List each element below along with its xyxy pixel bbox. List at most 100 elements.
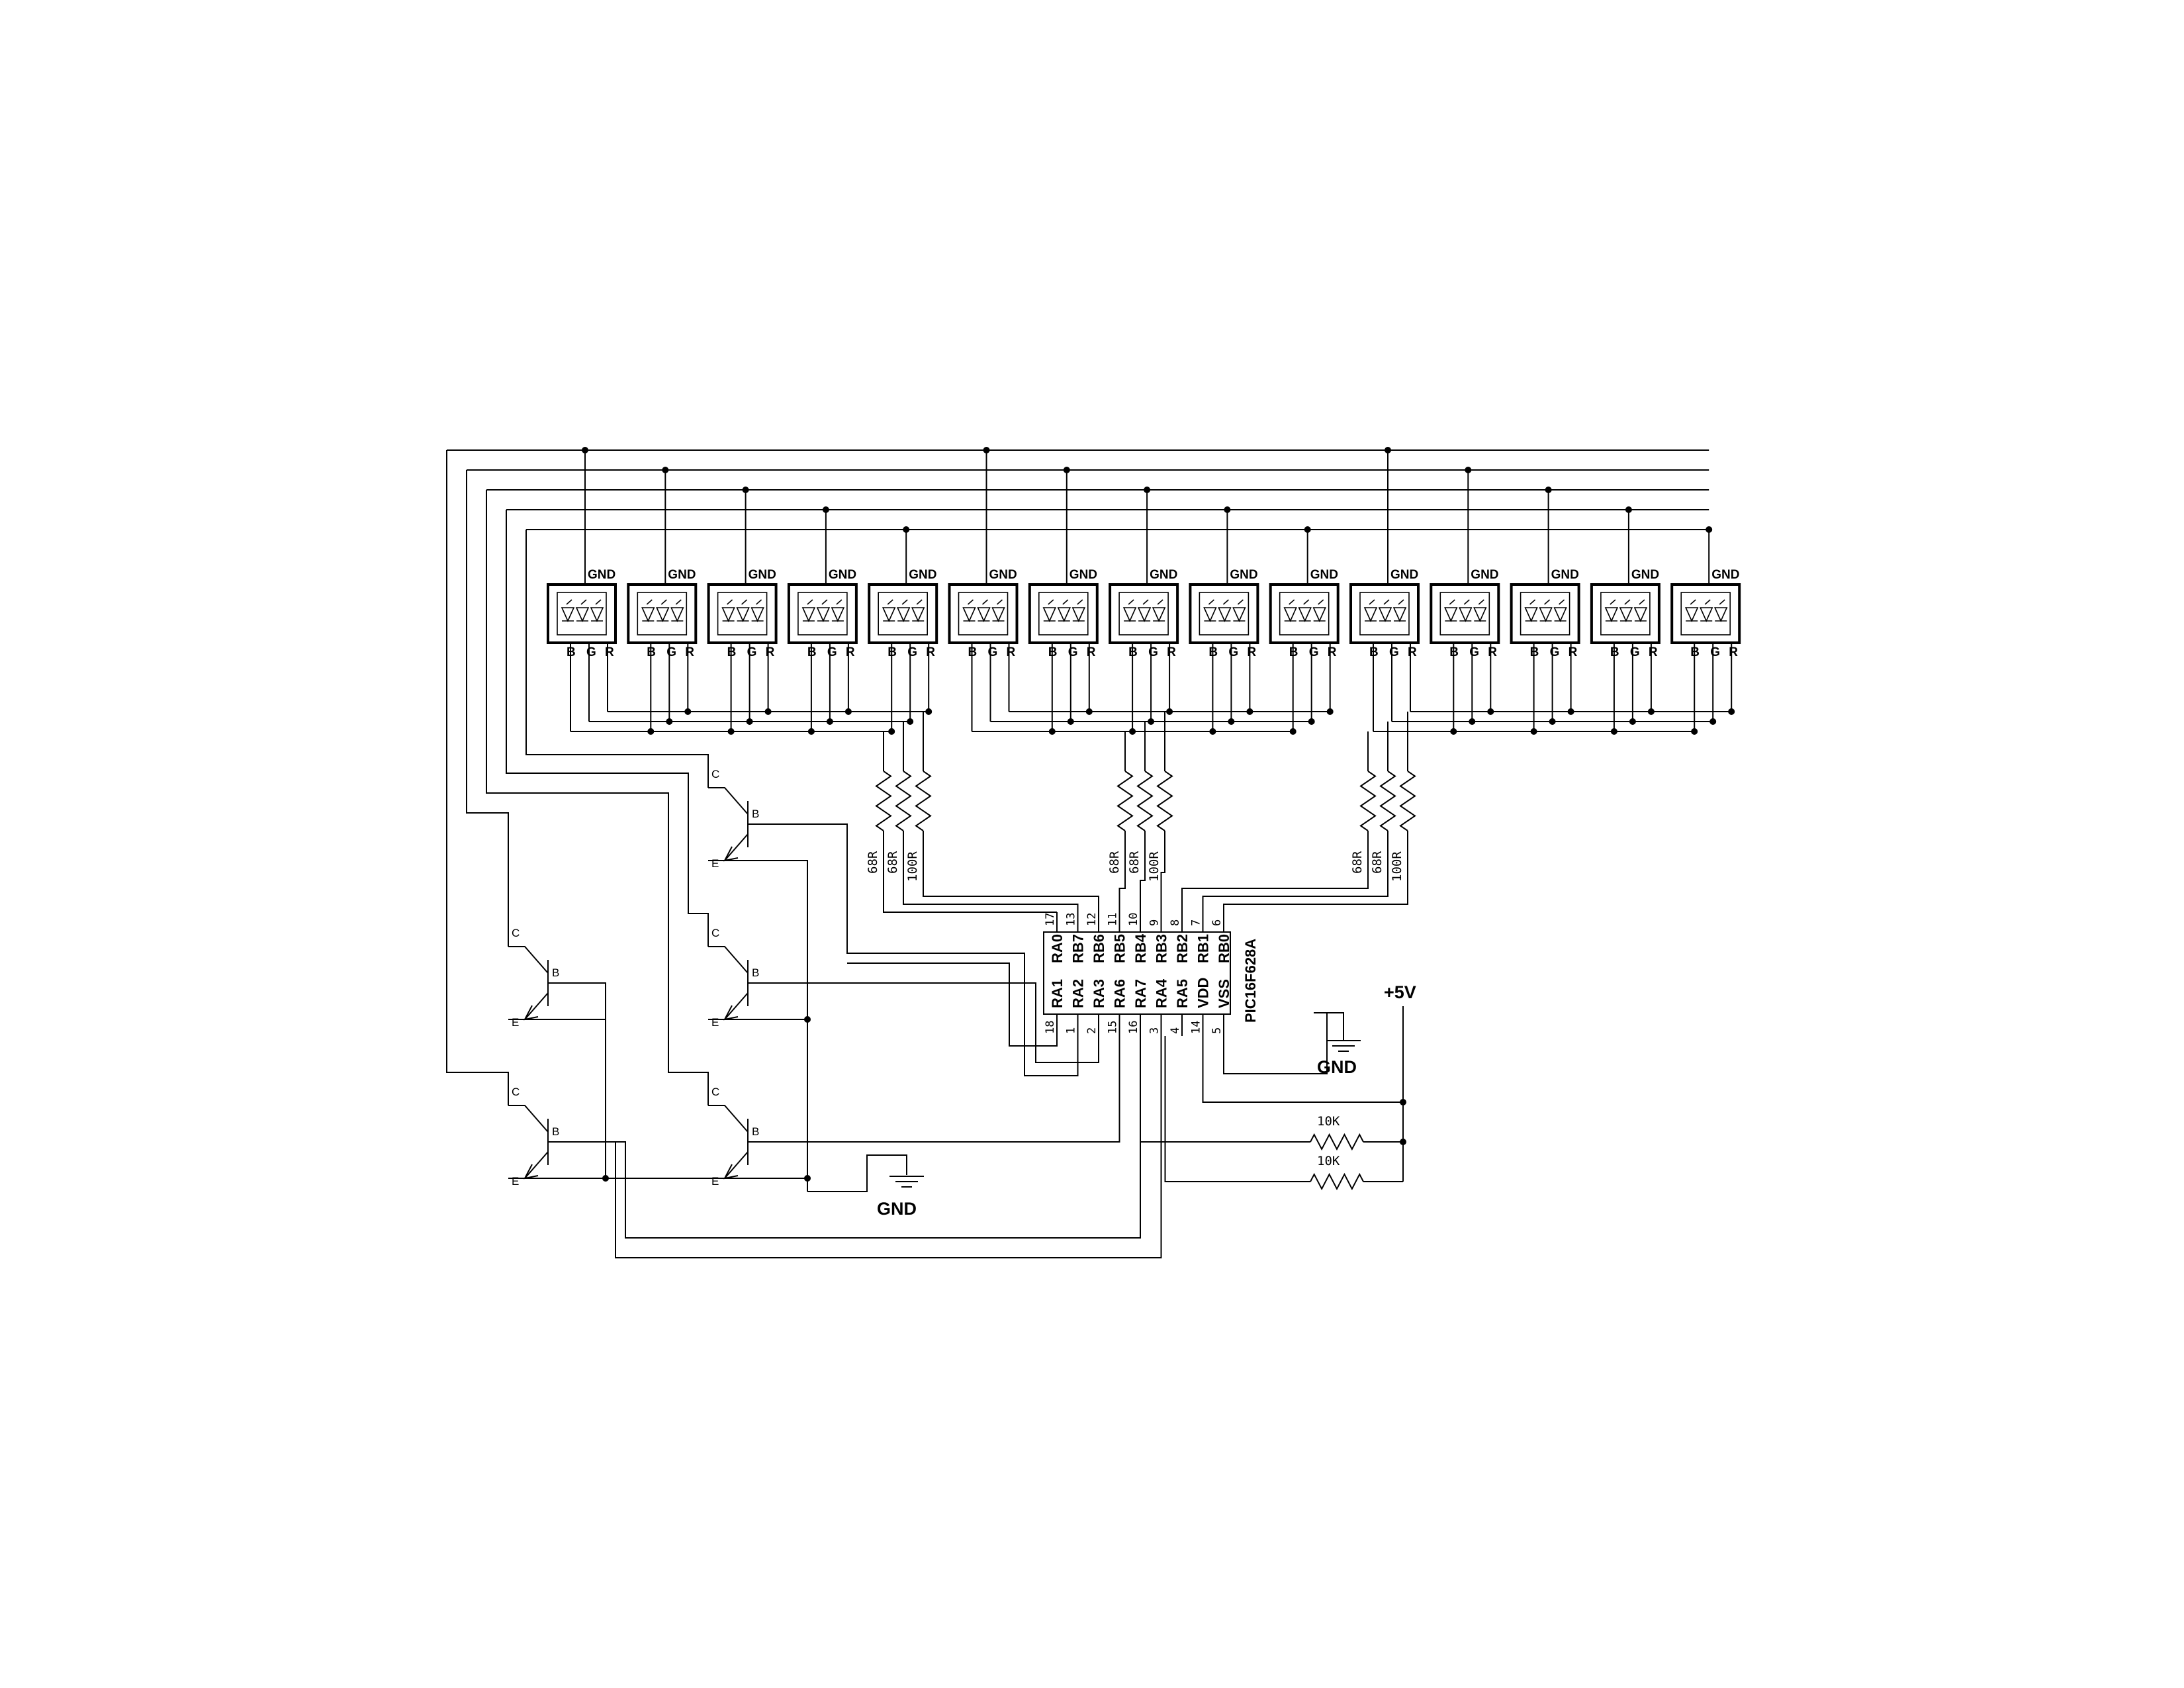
led-blue-label: B — [1048, 645, 1058, 659]
vdd-to-vcc — [1202, 1036, 1403, 1103]
led-body — [547, 583, 617, 644]
led-emission-arrow — [1222, 599, 1229, 605]
led-emission-arrow — [1289, 599, 1295, 605]
led-red-label: R — [1007, 645, 1016, 659]
mcu-pin-number: 5 — [1210, 1027, 1224, 1034]
led-red-label: R — [1408, 645, 1417, 659]
transistor-base-label: B — [752, 808, 759, 820]
mcu-pin-name: RB2 — [1174, 934, 1191, 963]
led-emission-arrow — [967, 599, 974, 605]
led-gnd-label: GND — [829, 568, 856, 582]
led-gnd-label: GND — [1390, 568, 1418, 582]
base-drive-1 — [768, 823, 1079, 1076]
led-body — [1670, 583, 1741, 644]
resistor-value: 68R — [1370, 851, 1385, 874]
junction-dot — [1610, 728, 1617, 735]
led-green-label: G — [586, 645, 596, 659]
led-body — [868, 583, 938, 644]
junction-dot — [1048, 728, 1056, 735]
led-blue-label: B — [968, 645, 978, 659]
led-emission-arrow — [1062, 599, 1069, 605]
led-body — [1430, 583, 1500, 644]
mcu-pin-number: 7 — [1190, 919, 1203, 926]
resistor — [875, 771, 892, 831]
junction-dots — [582, 447, 1735, 1182]
mcu-pin-name: RA2 — [1070, 979, 1087, 1008]
led-inner-frame — [1680, 592, 1731, 635]
led-blue-label: B — [887, 645, 897, 659]
vss-to-ground — [1223, 1012, 1328, 1074]
resistor-value: 68R — [1127, 851, 1142, 874]
led-inner-frame — [1279, 592, 1330, 635]
led-green-label: G — [827, 645, 837, 659]
transistor-emitter-arrow — [523, 1164, 539, 1180]
led-blue-label: B — [727, 645, 737, 659]
led-emission-arrow — [1128, 599, 1134, 605]
led-emission-arrow — [727, 599, 733, 605]
led-gnd-label: GND — [1230, 568, 1257, 582]
led-diode-symbol — [1218, 607, 1232, 622]
junction-dot — [804, 1016, 811, 1023]
led-red-label: R — [926, 645, 935, 659]
led-red-label: R — [1488, 645, 1497, 659]
led-body — [1590, 583, 1661, 644]
led-body — [707, 583, 778, 644]
led-emission-arrow — [1478, 599, 1484, 605]
led-inner-frame — [1600, 592, 1651, 635]
base-drive-3 — [768, 1036, 1120, 1143]
led-inner-frame — [958, 592, 1009, 635]
led-red-label: R — [846, 645, 855, 659]
led-emission-arrow — [807, 599, 813, 605]
led-diode-symbol — [561, 607, 575, 622]
led-diode-symbol — [1042, 607, 1057, 622]
led-inner-frame — [1199, 592, 1250, 635]
junction-dot — [983, 447, 990, 453]
led-red-label: R — [1087, 645, 1096, 659]
transistor-emitter-arrow — [723, 1164, 739, 1180]
resistor — [1379, 771, 1396, 831]
led-diode-symbol — [1203, 607, 1217, 622]
mcu-pin-number: 6 — [1210, 919, 1224, 926]
led-gnd-label: GND — [1471, 568, 1498, 582]
resistor — [1399, 771, 1416, 831]
led-emission-arrow — [1077, 599, 1083, 605]
led-emission-arrow — [566, 599, 572, 605]
led-diode-symbol — [721, 607, 735, 622]
led-body — [1510, 583, 1580, 644]
led-emission-arrow — [821, 599, 828, 605]
led-diode-symbol — [1312, 607, 1326, 622]
base-drive-6 — [615, 1036, 1162, 1258]
led-green-label: G — [1228, 645, 1238, 659]
led-body — [948, 583, 1019, 644]
transistor-base-label: B — [752, 1125, 759, 1138]
transistor-collector-label: C — [711, 927, 719, 939]
junction-dot — [888, 728, 895, 735]
led-diode-symbol — [977, 607, 991, 622]
junction-dot — [1450, 728, 1457, 735]
mcu-pin-name: RB3 — [1154, 934, 1170, 963]
junction-dot — [647, 728, 655, 735]
mcu-pin-number: 1 — [1065, 1027, 1078, 1034]
led-diode-symbol — [911, 607, 925, 622]
mcu-pin-name: VSS — [1216, 979, 1232, 1008]
transistor-collector — [708, 946, 749, 974]
base-drive-5 — [568, 1036, 1141, 1239]
transistor-emitter — [708, 833, 749, 861]
led-red-label: R — [766, 645, 775, 659]
led-gnd-label: GND — [909, 568, 936, 582]
led-blue-label: B — [1449, 645, 1459, 659]
led-diode-symbol — [1684, 607, 1699, 622]
led-diode-symbol — [816, 607, 831, 622]
resistor-value: 100R — [905, 851, 920, 882]
led-diode-symbol — [1378, 607, 1392, 622]
junction-dot — [582, 447, 588, 453]
led-diode-symbol — [801, 607, 816, 622]
junction-dot — [1289, 728, 1297, 735]
led-emission-arrow — [1610, 599, 1616, 605]
junction-dot — [1487, 708, 1494, 715]
pullup-resistor-2 — [1310, 1172, 1364, 1191]
led-emission-arrow — [901, 599, 908, 605]
